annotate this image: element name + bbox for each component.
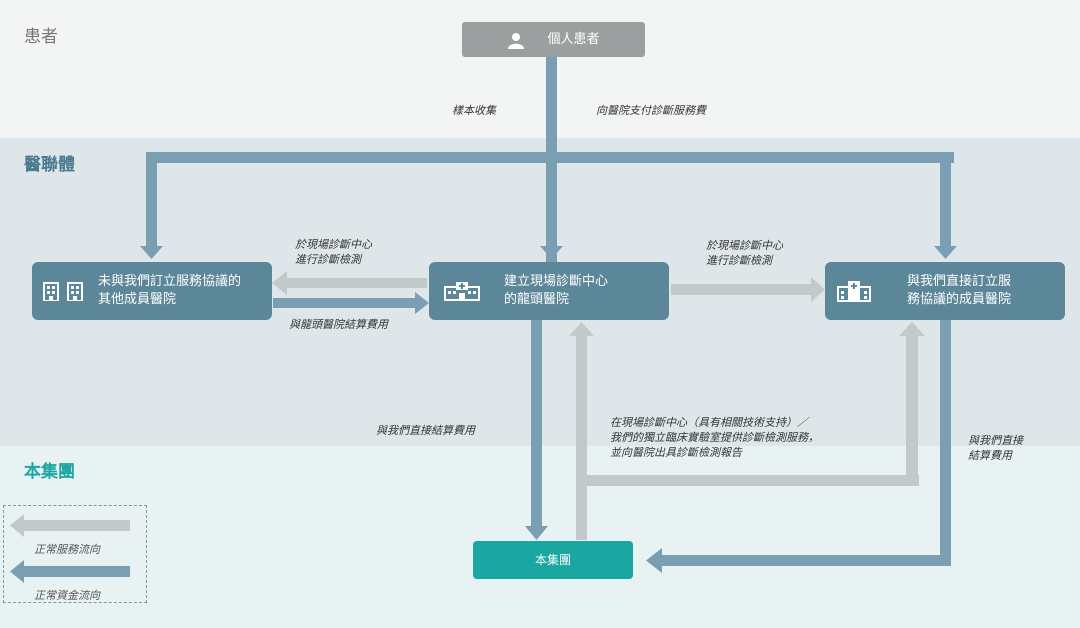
- contract-to-group-vertical: [940, 320, 951, 565]
- legend-service-label: 正常服務流向: [34, 543, 100, 556]
- settle-lead-arrow: [273, 298, 417, 308]
- right-drop-arrow: [940, 152, 951, 248]
- individual-patient-label: 個人患者: [547, 31, 600, 47]
- label-sample-collection: 樣本收集: [452, 104, 496, 117]
- group-node-label: 本集團: [534, 553, 571, 567]
- legend-arrows: [10, 514, 130, 583]
- hospital-icon: [444, 281, 480, 301]
- label-onsite-left: 於現場診斷中心 進行診斷檢測: [295, 238, 372, 266]
- legend-fund-arrow: [22, 566, 130, 577]
- label-pay-hospital: 向醫院支付診斷服務費: [596, 104, 706, 117]
- band-label-group: 本集團: [24, 462, 75, 482]
- individual-patient-node: 個人患者: [462, 22, 645, 57]
- legend-funds-label: 正常資金流向: [34, 589, 100, 602]
- band-label-patients: 患者: [24, 27, 58, 47]
- lead-hospital-node: 建立現場診斷中心 的龍頭醫院: [429, 262, 669, 320]
- legend: 正常服務流向 正常資金流向: [3, 505, 147, 603]
- hospital-icon: [837, 280, 871, 302]
- other-members-node: 未與我們訂立服務協議的 其他成員醫院: [32, 262, 272, 320]
- group-node: 本集團: [473, 541, 633, 579]
- group-to-contract-vertical: [906, 334, 918, 486]
- contract-to-group-horizontal: [660, 555, 951, 566]
- contract-members-label: 與我們直接訂立服 務協議的成員醫院: [907, 274, 1012, 307]
- label-settle-direct: 與我們直接結算費用: [376, 424, 475, 437]
- label-onsite-right: 於現場診斷中心 進行診斷檢測: [706, 239, 783, 267]
- left-drop-arrow: [146, 152, 157, 248]
- service-left-arrow: [285, 278, 427, 288]
- person-icon: [507, 31, 525, 49]
- alliance-distribution-bar: [146, 152, 954, 163]
- label-service-description: 在現場診斷中心（具有相關技術支持）／ 我們的獨立臨床實驗室提供診斷檢測服務， 並…: [610, 416, 819, 459]
- contract-members-node: 與我們直接訂立服 務協議的成員醫院: [825, 262, 1065, 320]
- buildings-icon: [42, 281, 84, 301]
- group-to-contract-horizontal: [576, 475, 919, 486]
- label-settle-direct-right: 與我們直接 結算費用: [968, 434, 1023, 462]
- label-settle-lead: 與龍頭醫院結算費用: [289, 318, 388, 331]
- patient-fund-trunk: [546, 55, 557, 305]
- lead-hospital-label: 建立現場診斷中心 的龍頭醫院: [504, 274, 609, 307]
- lead-to-group-arrow: [531, 320, 542, 528]
- legend-service-arrow: [22, 520, 130, 531]
- service-right-arrow: [671, 284, 813, 295]
- other-members-label: 未與我們訂立服務協議的 其他成員醫院: [98, 274, 242, 307]
- group-to-lead-arrow: [576, 334, 587, 540]
- band-label-alliance: 醫聯體: [24, 155, 75, 175]
